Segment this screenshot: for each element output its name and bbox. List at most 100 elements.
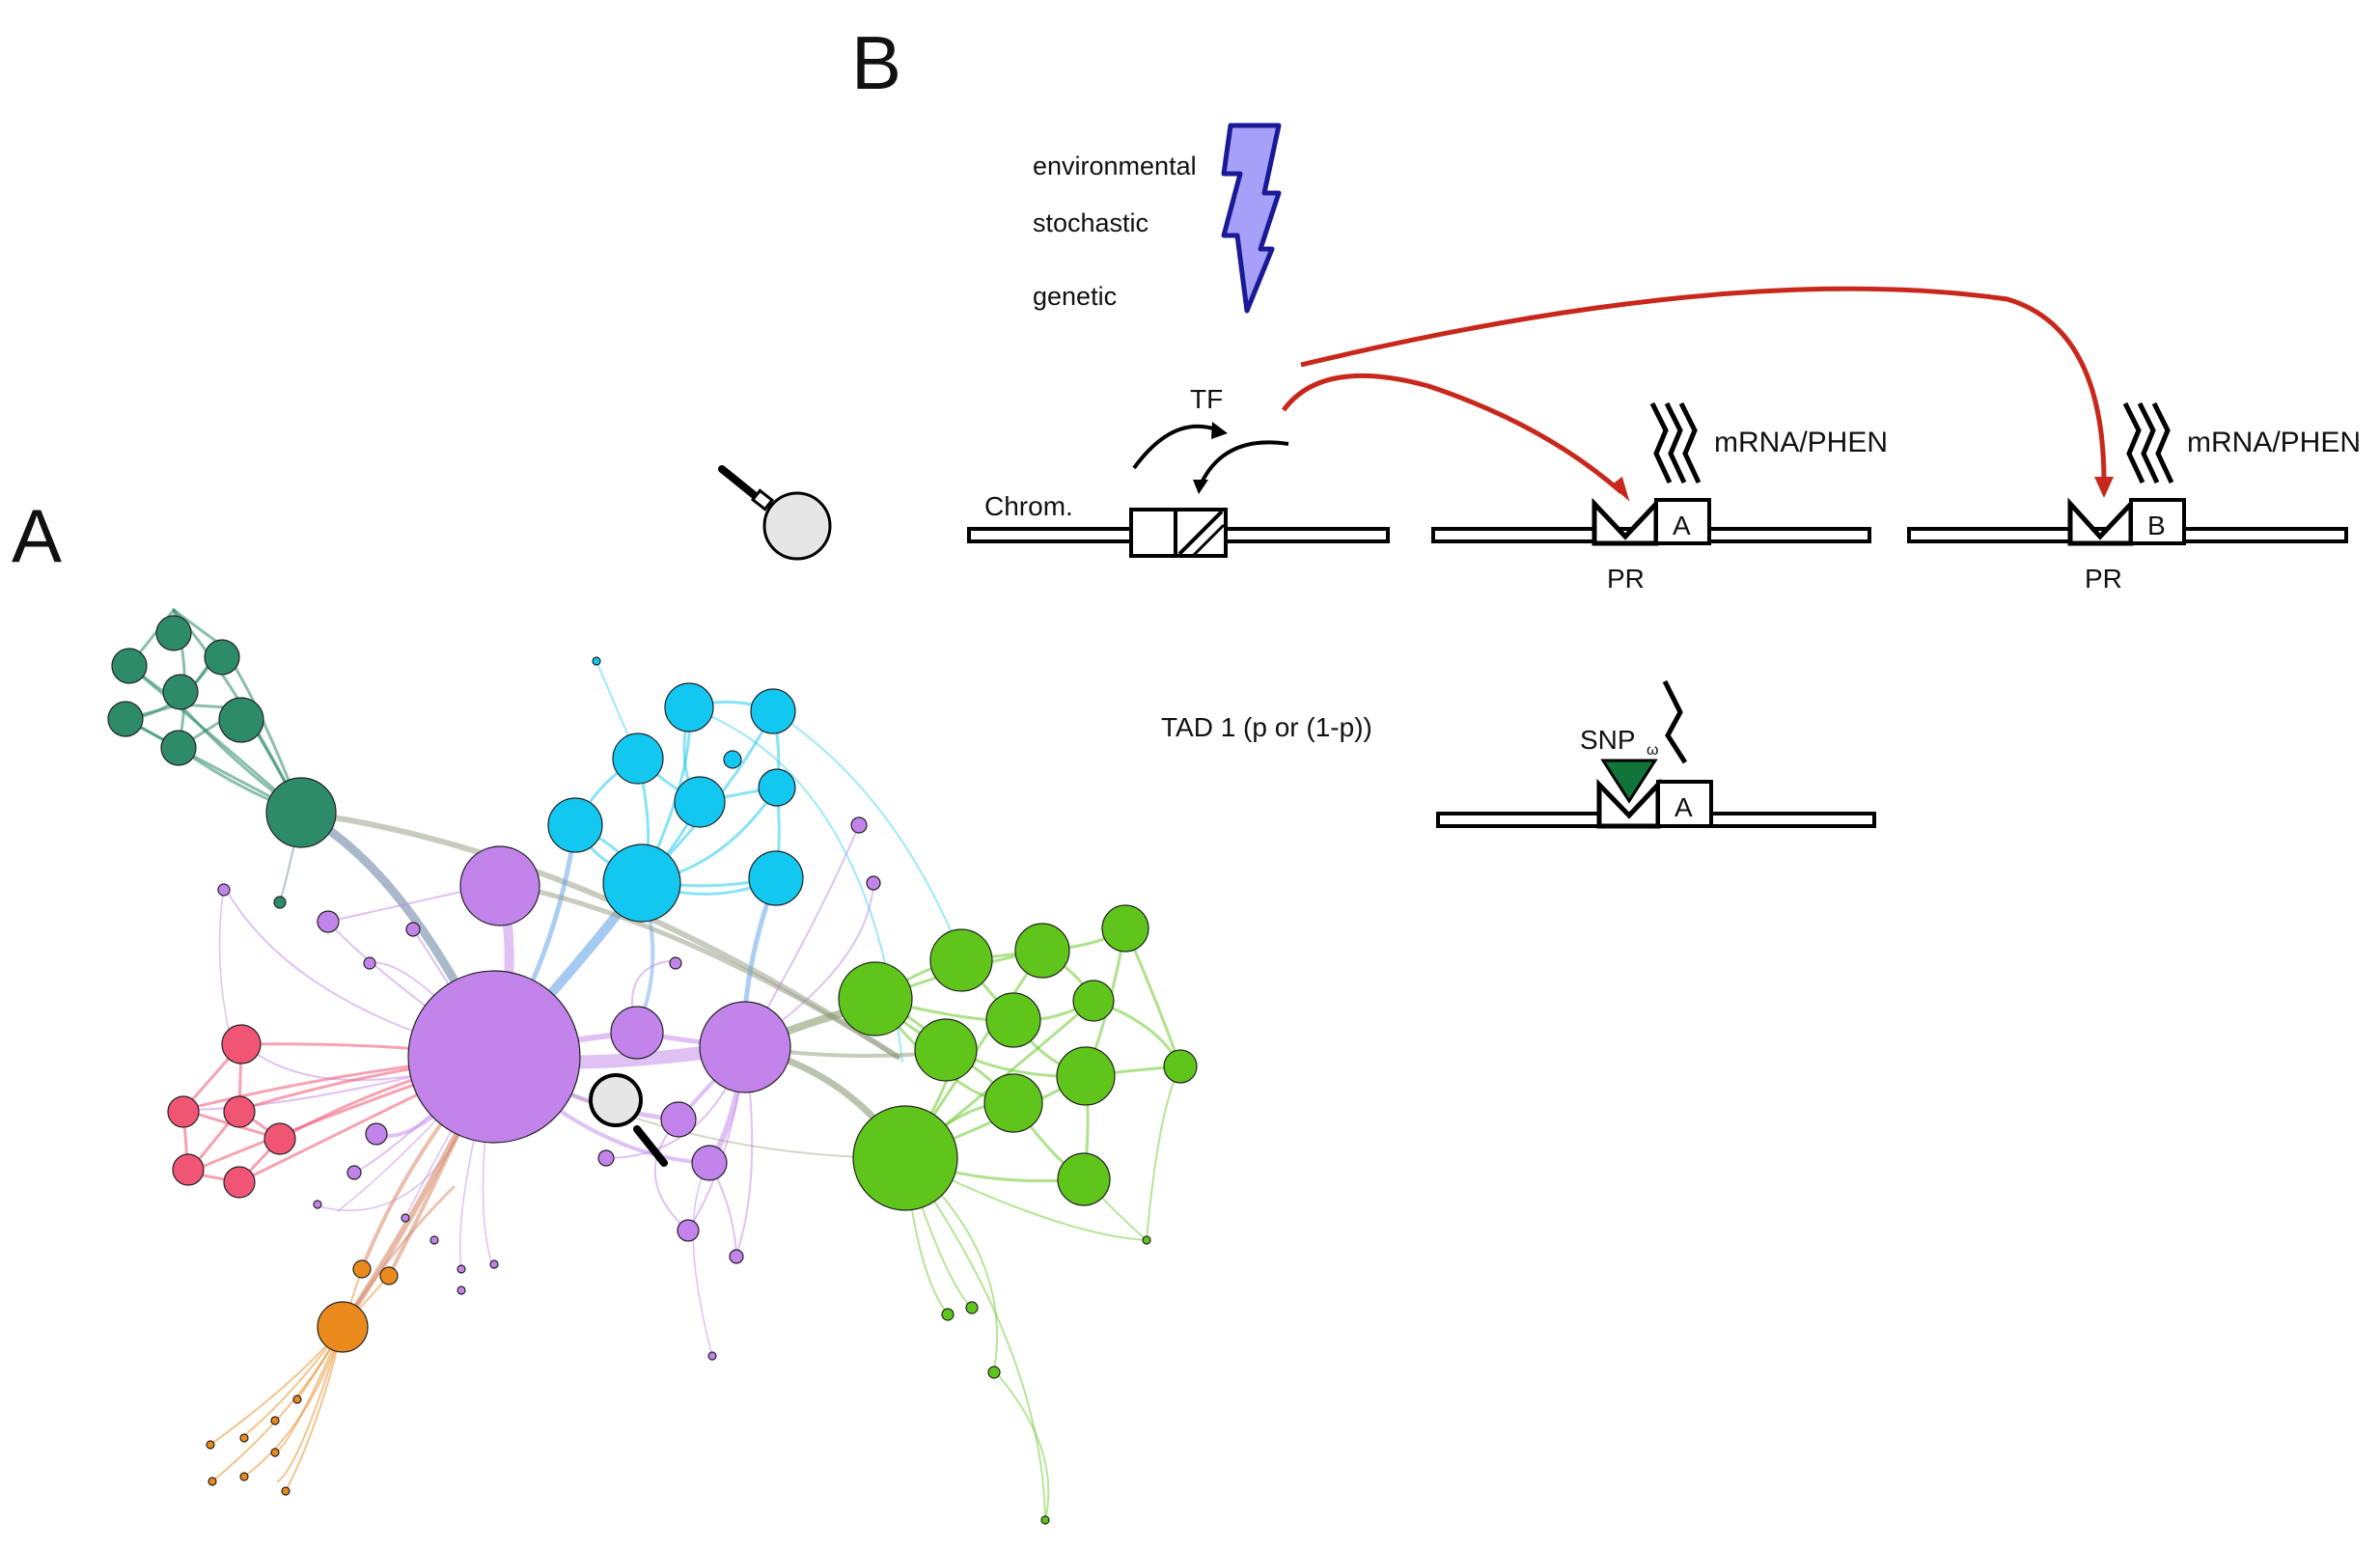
network-node — [941, 1308, 955, 1321]
regulation-arrow-b — [1300, 286, 2107, 484]
network-graph — [107, 607, 1198, 1525]
network-node — [208, 1477, 217, 1486]
network-node — [379, 1266, 399, 1285]
network-node — [405, 922, 421, 937]
source-stochastic: stochastic — [1033, 208, 1148, 237]
network-node — [850, 816, 868, 834]
network-node — [270, 1416, 280, 1425]
network-node — [217, 883, 231, 897]
tf-binding-box — [1129, 508, 1177, 558]
network-node — [223, 1166, 256, 1199]
network-node — [914, 1018, 978, 1082]
source-genetic: genetic — [1033, 282, 1117, 311]
hatch-line — [1177, 510, 1224, 556]
tf-arrow-in — [1200, 440, 1289, 484]
mrna-label: mRNA/PHEN — [1714, 427, 1888, 458]
network-node — [206, 1440, 215, 1450]
network-node — [489, 1259, 499, 1269]
network-node — [750, 688, 796, 734]
network-node — [965, 1301, 979, 1314]
network-node — [758, 768, 796, 807]
arrowhead-icon — [2094, 477, 2114, 498]
network-node-hub — [265, 777, 337, 848]
arrowhead-icon — [1611, 476, 1630, 502]
mrna-icon — [1662, 679, 1688, 764]
promoter-label: PR — [1607, 564, 1645, 594]
snp-label: SNP — [1580, 725, 1636, 755]
arrowhead-icon — [1193, 480, 1208, 494]
regulation-arrow-a — [1281, 373, 1623, 494]
promoter-box — [2067, 497, 2134, 546]
chrom-label: Chrom. — [984, 491, 1073, 521]
network-node-hub — [407, 970, 581, 1144]
mrna-label: mRNA/PHEN — [2187, 427, 2361, 458]
promoter-label: PR — [2085, 564, 2122, 594]
network-node — [239, 1433, 249, 1443]
network-node — [429, 1235, 439, 1245]
network-node — [401, 1213, 410, 1223]
magnifier-icon — [589, 1073, 668, 1167]
network-nodes — [107, 615, 1198, 1525]
network-node — [983, 1073, 1043, 1133]
network-node — [985, 992, 1041, 1048]
network-node — [1057, 1152, 1111, 1206]
network-node — [729, 1249, 744, 1264]
network-node-hub — [852, 1105, 958, 1211]
network-node — [547, 797, 603, 853]
gene-a-label: A — [1674, 792, 1693, 822]
gene-a-label: A — [1673, 511, 1691, 540]
network-node — [172, 1153, 205, 1186]
hatch-line — [1191, 523, 1226, 558]
network-node — [352, 1259, 372, 1279]
network-node — [281, 1486, 291, 1496]
network-node — [838, 961, 913, 1037]
regulation-schematic: environmental stochastic genetic TF Chro… — [967, 123, 2361, 829]
network-node — [1101, 904, 1149, 953]
network-node — [1056, 1046, 1116, 1106]
network-node — [699, 1001, 791, 1093]
network-node — [669, 956, 682, 970]
network-node — [987, 1366, 1001, 1379]
panel-a-label: A — [12, 493, 62, 578]
network-node — [263, 1122, 296, 1155]
network-node — [459, 845, 540, 926]
network-node — [674, 776, 726, 828]
network-node — [204, 639, 240, 676]
network-node — [218, 697, 264, 743]
network-node — [597, 1149, 615, 1167]
network-node — [660, 1101, 697, 1138]
network-node — [1163, 1049, 1198, 1084]
network-node — [707, 1351, 717, 1361]
panel-b-label: B — [851, 20, 901, 105]
gene-b-label: B — [2147, 511, 2166, 540]
network-node-hub — [317, 1301, 369, 1353]
tf-label: TF — [1190, 384, 1223, 414]
network-node — [610, 1006, 664, 1060]
network-node — [723, 750, 742, 769]
mrna-icon — [2122, 401, 2174, 484]
network-node — [167, 1095, 200, 1128]
network-node — [292, 1395, 302, 1404]
network-node — [592, 656, 601, 666]
network-node — [677, 1219, 700, 1242]
network-node — [346, 1165, 362, 1180]
lightning-bolt-icon — [1221, 123, 1282, 314]
network-node — [273, 896, 287, 909]
network-node — [602, 843, 681, 923]
network-node — [1072, 980, 1115, 1022]
network-node — [223, 1095, 256, 1128]
network-node — [111, 648, 148, 684]
network-node — [162, 674, 199, 710]
network-node — [612, 733, 664, 785]
network-node — [365, 1122, 388, 1146]
promoter-box — [1591, 497, 1659, 546]
source-environmental: environmental — [1033, 152, 1197, 180]
mrna-icon — [1649, 401, 1702, 484]
network-node — [313, 1200, 322, 1209]
magnifier-icon — [718, 465, 832, 561]
network-node — [1040, 1515, 1050, 1525]
network-node — [664, 682, 714, 733]
snp-subscript: ω — [1647, 742, 1659, 759]
network-node — [1014, 923, 1070, 979]
